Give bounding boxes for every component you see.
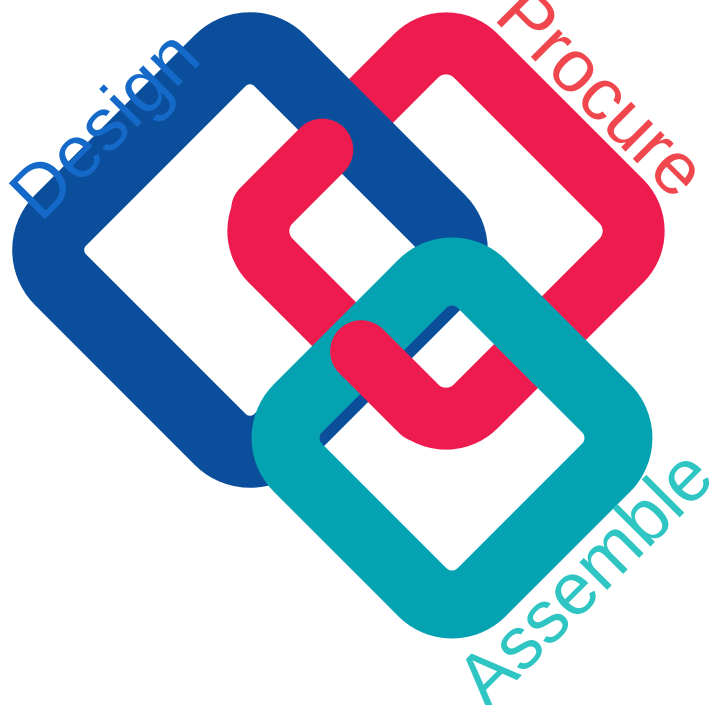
procure-link-overlap-lower (330, 320, 453, 443)
procure-link-overlap (231, 118, 354, 241)
